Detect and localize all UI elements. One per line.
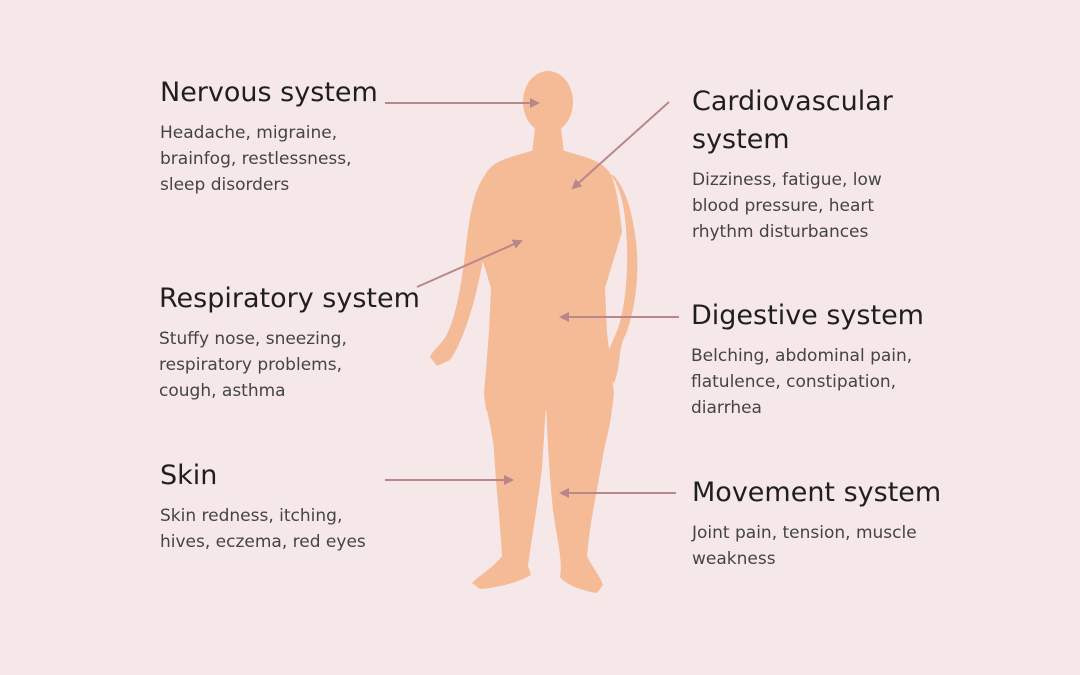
left-leg-shape: [472, 404, 546, 589]
respiratory-system-line-3: cough, asthma: [159, 381, 286, 401]
skin-line-2: hives, eczema, red eyes: [160, 532, 366, 552]
human-silhouette: [430, 71, 638, 593]
head-shape: [523, 71, 573, 133]
cardiovascular-system-line-1: Dizziness, fatigue, low: [692, 170, 882, 190]
movement-system-line-1: Joint pain, tension, muscle: [692, 523, 917, 543]
left-arm-shape: [430, 174, 498, 366]
skin-block: Skin Skin redness, itching, hives, eczem…: [160, 457, 366, 555]
skin-title: Skin: [160, 460, 218, 491]
nervous-system-block: Nervous system Headache, migraine, brain…: [160, 74, 378, 198]
nervous-system-title: Nervous system: [160, 77, 378, 108]
respiratory-system-description: Stuffy nose, sneezing, respiratory probl…: [159, 326, 420, 404]
nervous-system-line-1: Headache, migraine,: [160, 123, 338, 143]
skin-description: Skin redness, itching, hives, eczema, re…: [160, 503, 366, 555]
nervous-system-line-2: brainfog, restlessness,: [160, 149, 352, 169]
cardiovascular-system-title-line-1: Cardiovascular: [692, 86, 893, 117]
arrow-respiratory: [416, 239, 523, 288]
movement-system-block: Movement system Joint pain, tension, mus…: [692, 474, 941, 572]
right-arm-shape: [606, 174, 638, 384]
nervous-system-line-3: sleep disorders: [160, 175, 290, 195]
arrow-cardiovascular: [571, 101, 670, 190]
pointer-arrows: [385, 98, 679, 498]
respiratory-system-line-1: Stuffy nose, sneezing,: [159, 329, 347, 349]
cardiovascular-system-title-line-2: system: [692, 124, 790, 155]
cardiovascular-system-description: Dizziness, fatigue, low blood pressure, …: [692, 167, 893, 245]
respiratory-system-title: Respiratory system: [159, 283, 420, 314]
respiratory-system-block: Respiratory system Stuffy nose, sneezing…: [159, 280, 420, 404]
movement-system-description: Joint pain, tension, muscle weakness: [692, 520, 941, 572]
cardiovascular-system-block: Cardiovascular system Dizziness, fatigue…: [692, 83, 893, 245]
digestive-system-description: Belching, abdominal pain, flatulence, co…: [691, 343, 924, 421]
digestive-system-line-2: flatulence, constipation,: [691, 372, 897, 392]
torso-shape: [474, 150, 622, 410]
skin-line-1: Skin redness, itching,: [160, 506, 343, 526]
respiratory-system-line-2: respiratory problems,: [159, 355, 342, 375]
cardiovascular-system-line-2: blood pressure, heart: [692, 196, 875, 216]
digestive-system-line-1: Belching, abdominal pain,: [691, 346, 913, 366]
neck-shape: [532, 128, 564, 154]
movement-system-title: Movement system: [692, 477, 942, 508]
movement-system-line-2: weakness: [692, 549, 776, 569]
digestive-system-line-3: diarrhea: [691, 398, 762, 418]
digestive-system-title: Digestive system: [691, 300, 924, 331]
nervous-system-description: Headache, migraine, brainfog, restlessne…: [160, 120, 378, 198]
cardiovascular-system-title: Cardiovascular system: [692, 83, 893, 159]
right-leg-shape: [546, 404, 612, 593]
cardiovascular-system-line-3: rhythm disturbances: [692, 222, 869, 242]
digestive-system-block: Digestive system Belching, abdominal pai…: [691, 297, 924, 421]
